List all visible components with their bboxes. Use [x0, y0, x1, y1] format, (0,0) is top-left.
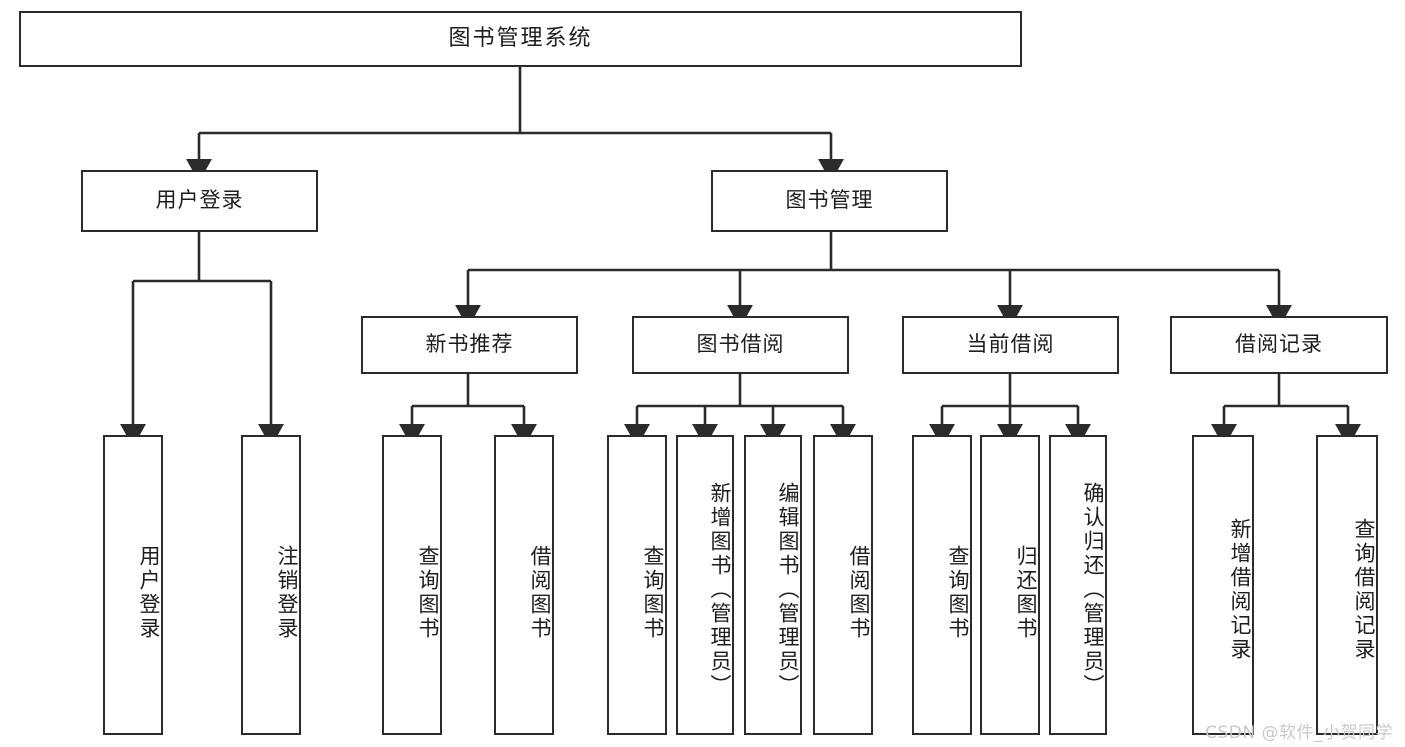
- leaf-confirm-return-admin[interactable]: 确认归还（管理员）: [1049, 435, 1107, 735]
- node-new-book-recommendation[interactable]: 新书推荐: [361, 316, 578, 374]
- node-user-login[interactable]: 用户登录: [81, 170, 318, 232]
- node-current-borrowing[interactable]: 当前借阅: [902, 316, 1119, 374]
- leaf-query-book-borrowing[interactable]: 查询图书: [607, 435, 667, 735]
- leaf-edit-book-admin[interactable]: 编辑图书（管理员）: [744, 435, 802, 735]
- node-book-borrowing[interactable]: 图书借阅: [632, 316, 849, 374]
- leaf-add-borrow-record[interactable]: 新增借阅记录: [1192, 435, 1254, 735]
- leaf-query-book-new-book[interactable]: 查询图书: [382, 435, 442, 735]
- leaf-return-book[interactable]: 归还图书: [980, 435, 1040, 735]
- node-book-management[interactable]: 图书管理: [711, 170, 948, 232]
- csdn-watermark: CSDN @软件_小贺同学: [1205, 723, 1393, 743]
- leaf-borrow-book-borrowing[interactable]: 借阅图书: [813, 435, 873, 735]
- leaf-query-book-current[interactable]: 查询图书: [912, 435, 972, 735]
- leaf-add-book-admin[interactable]: 新增图书（管理员）: [676, 435, 734, 735]
- leaf-logout[interactable]: 注销登录: [241, 435, 301, 735]
- node-borrow-records[interactable]: 借阅记录: [1170, 316, 1388, 374]
- leaf-borrow-book-new-book[interactable]: 借阅图书: [494, 435, 554, 735]
- leaf-user-login[interactable]: 用户登录: [103, 435, 163, 735]
- leaf-query-borrow-record[interactable]: 查询借阅记录: [1316, 435, 1378, 735]
- node-root-book-management-system[interactable]: 图书管理系统: [19, 11, 1022, 67]
